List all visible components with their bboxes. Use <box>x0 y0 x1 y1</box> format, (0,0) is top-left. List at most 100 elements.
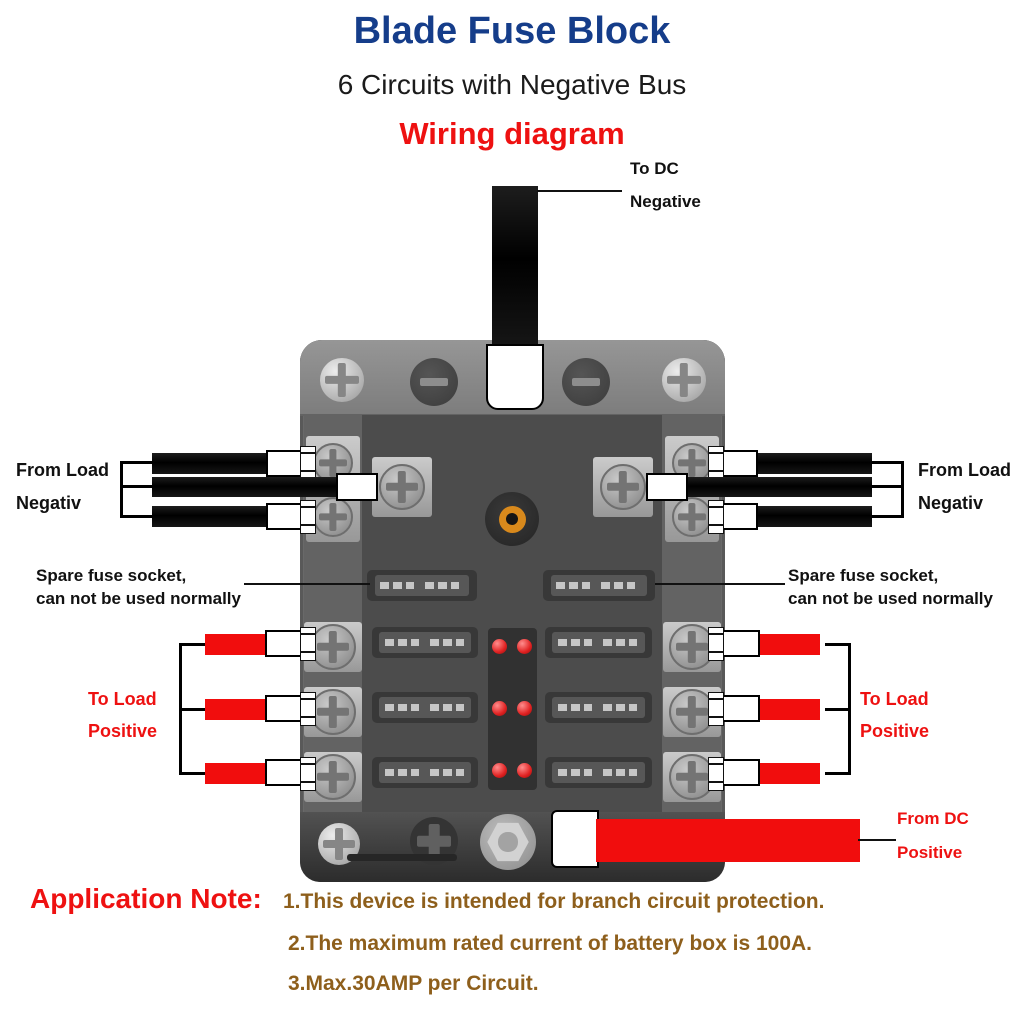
terminal-bolt <box>300 757 316 791</box>
label-from-load-right-line2: Negativ <box>918 493 984 513</box>
fuse-contact-icon <box>430 704 464 711</box>
load-positive-wire <box>205 634 269 655</box>
label-spare-right-line1: Spare fuse socket, <box>788 566 939 585</box>
callout-line <box>244 583 370 585</box>
diagram-heading: Wiring diagram <box>399 116 625 151</box>
led-indicator <box>517 701 532 716</box>
screw-terminal <box>313 497 353 537</box>
fuse-contact-icon <box>385 704 419 711</box>
wire-bracket-tick <box>120 485 153 488</box>
label-to-load-right-line1: To Load <box>860 689 929 709</box>
terminal-bolt <box>708 692 724 726</box>
terminal-lug <box>718 695 760 722</box>
fuse-contact-icon <box>385 769 419 776</box>
page-subtitle: 6 Circuits with Negative Bus <box>337 69 687 100</box>
terminal-lug <box>646 473 688 501</box>
fuse-contact-icon <box>558 704 592 711</box>
fuse-slot <box>372 692 478 723</box>
fuse-contact-icon <box>601 582 635 589</box>
screw-terminal <box>379 464 425 510</box>
led-indicator <box>517 639 532 654</box>
terminal-bolt <box>708 446 724 480</box>
phillips-screw-icon <box>662 358 706 402</box>
fuse-contact-icon <box>558 639 592 646</box>
fuse-contact-icon <box>558 769 592 776</box>
callout-line <box>537 190 622 192</box>
label-from-load-left-line2: Negativ <box>16 493 82 513</box>
label-spare-left-line1: Spare fuse socket, <box>36 566 187 585</box>
label-from-dc-positive-line1: From DC <box>897 809 969 828</box>
phillips-screw-icon <box>320 358 364 402</box>
led-indicator <box>517 763 532 778</box>
terminal-bolt <box>300 692 316 726</box>
negative-bus-symbol-icon <box>562 358 610 406</box>
screw-terminal <box>600 464 646 510</box>
callout-line <box>858 839 896 841</box>
terminal-bolt <box>300 500 316 534</box>
application-note-label: Application Note: <box>30 883 262 914</box>
stud-core-icon <box>498 832 518 852</box>
load-negative-wire <box>152 506 270 527</box>
fuse-icon <box>550 575 648 596</box>
load-negative-wire <box>754 453 872 474</box>
wire-bracket-tick <box>871 485 904 488</box>
indicator-center-icon <box>505 512 519 526</box>
fuse-contact-icon <box>430 639 464 646</box>
application-note-3: 3.Max.30AMP per Circuit. <box>288 972 539 995</box>
label-to-load-left-line2: Positive <box>88 721 158 741</box>
fuse-icon <box>374 575 470 596</box>
fuse-contact-icon <box>385 639 419 646</box>
load-negative-wire <box>682 477 872 497</box>
fuse-icon <box>379 762 471 783</box>
label-from-dc-positive-line2: Positive <box>897 843 963 862</box>
page-title: Blade Fuse Block <box>353 10 671 52</box>
led-indicator <box>492 701 507 716</box>
terminal-lug <box>336 473 378 501</box>
callout-line <box>655 583 785 585</box>
label-from-load-left-line1: From Load <box>16 460 109 480</box>
fuse-contact-icon <box>603 639 637 646</box>
load-negative-wire <box>152 477 342 497</box>
vent-slot <box>347 854 457 861</box>
load-negative-wire <box>754 506 872 527</box>
fuse-contact-icon <box>603 769 637 776</box>
negative-bus-symbol-icon <box>410 358 458 406</box>
fuse-contact-icon <box>430 769 464 776</box>
label-to-dc-negative-line1: To DC <box>630 159 679 178</box>
load-positive-wire <box>205 763 269 784</box>
fuse-contact-icon <box>380 582 414 589</box>
led-indicator <box>492 763 507 778</box>
terminal-bolt <box>300 627 316 661</box>
fuse-icon <box>552 632 645 653</box>
application-note-2: 2.The maximum rated current of battery b… <box>288 932 812 955</box>
screw-terminal <box>310 689 356 735</box>
terminal-bolt <box>708 627 724 661</box>
wire-bracket-tick <box>179 708 205 711</box>
fuse-icon <box>552 697 645 718</box>
load-positive-wire <box>756 634 820 655</box>
dc-negative-wire <box>492 186 538 348</box>
terminal-lug <box>718 759 760 786</box>
screw-terminal <box>310 624 356 670</box>
application-note-1: 1.This device is intended for branch cir… <box>283 890 825 913</box>
fuse-block <box>300 340 725 882</box>
fuse-icon <box>552 762 645 783</box>
wire-bracket <box>120 461 153 518</box>
label-to-load-right-line2: Positive <box>860 721 930 741</box>
label-to-dc-negative-line2: Negative <box>630 192 701 211</box>
positive-power-stud <box>480 814 536 870</box>
terminal-bolt <box>708 757 724 791</box>
label-spare-right-line2: can not be used normally <box>788 589 993 608</box>
fuse-contact-icon <box>556 582 590 589</box>
label-spare-left-line2: can not be used normally <box>36 589 241 608</box>
led-indicator <box>492 639 507 654</box>
fuse-contact-icon <box>425 582 459 589</box>
fuse-slot <box>372 757 478 788</box>
label-from-load-right-line1: From Load <box>918 460 1011 480</box>
terminal-bolt <box>300 446 316 480</box>
spare-fuse-socket <box>367 570 477 601</box>
label-to-load-left-line1: To Load <box>88 689 157 709</box>
terminal-lug <box>486 344 544 410</box>
screw-terminal <box>672 497 712 537</box>
fuse-slot <box>545 627 652 658</box>
